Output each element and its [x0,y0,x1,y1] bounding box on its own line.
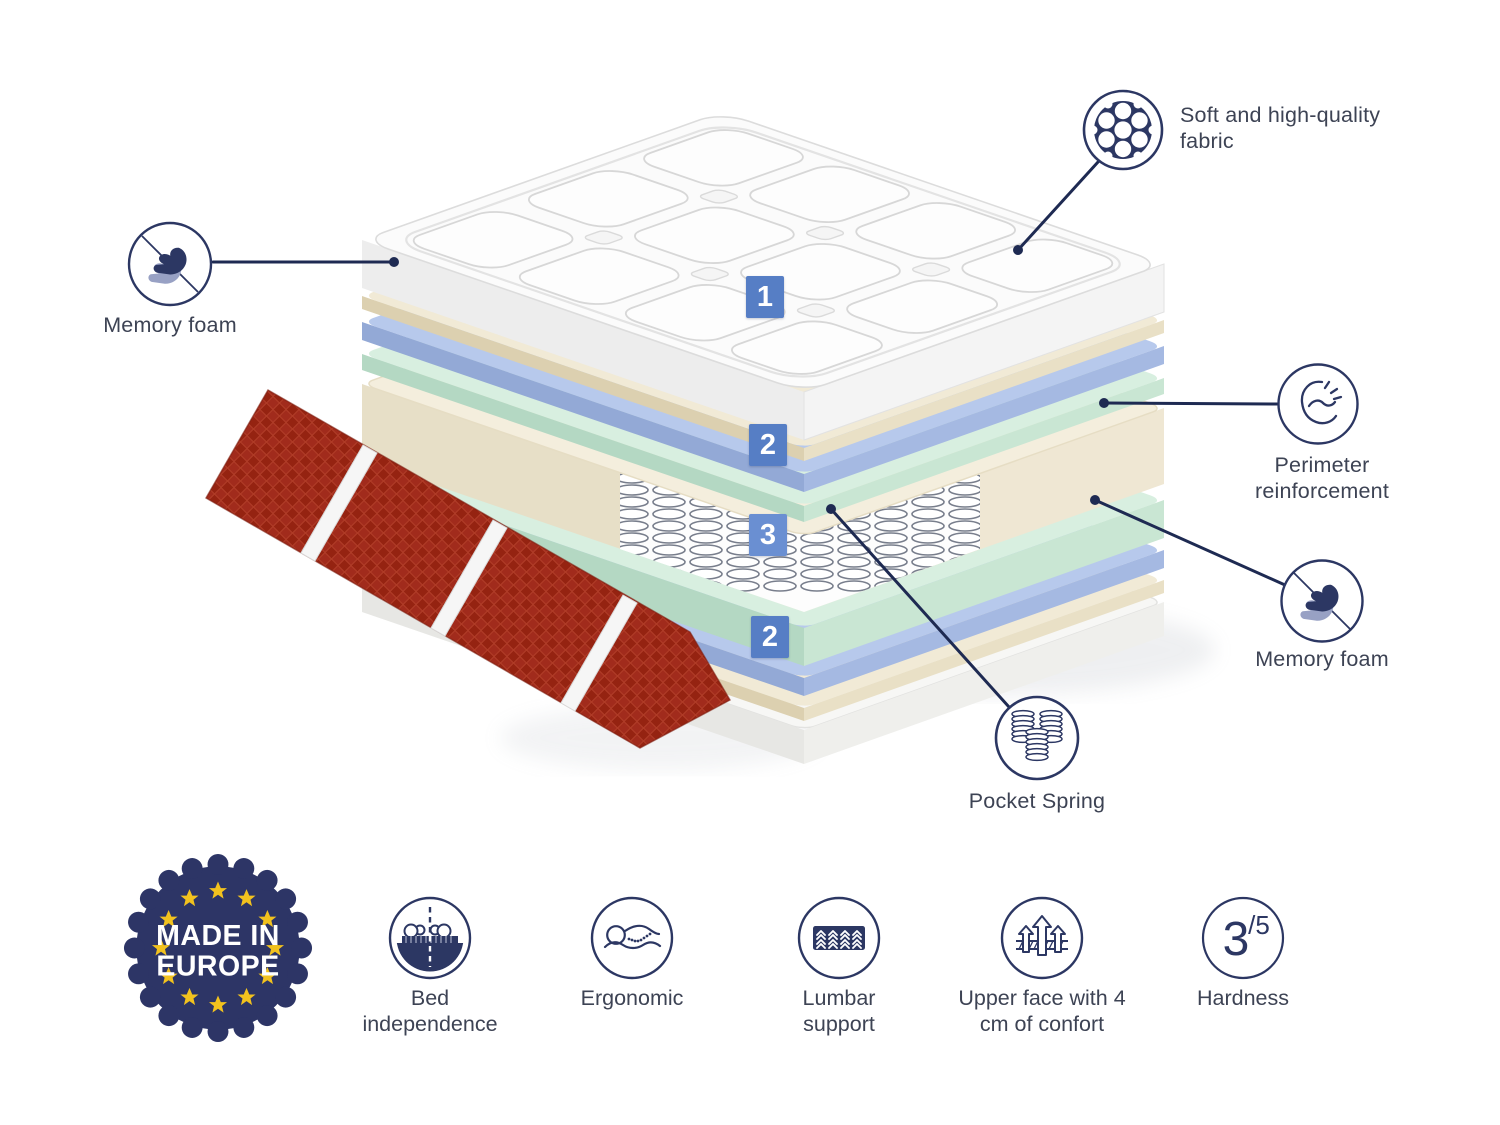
feature-label: Upper face with 4 cm of confort [958,986,1126,1036]
callout-pocket-spring [993,694,1081,782]
feature-label: Lumbar support [802,986,876,1036]
leader-line-perimeter [1099,398,1279,408]
feature-hardness: 3 /5 Hardness [1138,894,1348,1012]
callout-perimeter-label: Perimeter reinforcement [1254,453,1390,504]
feature-upper-face-comfort: Upper face with 4 cm of confort [937,894,1147,1038]
lumbar-support-icon [795,894,883,982]
hardness-icon: 3 /5 [1199,894,1287,982]
layer-badge-3: 3 [749,514,787,556]
callout-pocket-spring-label: Pocket Spring [968,789,1106,813]
made-in-europe-badge: MADE IN EUROPE [123,853,313,1043]
feature-label: Hardness [1196,986,1289,1010]
layer-badge-1: 1 [746,276,784,318]
badge-text-line2: EUROPE [156,951,279,983]
callout-memory-foam-left-label: Memory foam [103,313,237,337]
badge-scalloped-seal [123,853,313,1043]
callout-memory-foam-right-label: Memory foam [1255,647,1389,671]
feature-bed-independence: Bed independence [325,894,535,1038]
leader-line-memory-foam-right [1090,495,1287,587]
fabric-weave-icon [1081,88,1165,172]
feature-label: Bed independence [362,986,498,1036]
hand-press-icon [1279,558,1365,644]
feature-ergonomic: Ergonomic [527,894,737,1012]
callout-fabric-label: Soft and high-quality fabric [1180,103,1381,154]
hardness-value: 3 [1223,913,1250,966]
hardness-scale: /5 [1248,910,1270,940]
bicep-icon [1276,362,1360,446]
leader-line-fabric [1013,160,1100,255]
callout-perimeter [1276,362,1360,446]
leader-line-pocket-spring [826,504,1011,709]
bed-independence-icon [386,894,474,982]
layer-quilted-top [362,112,1164,440]
leader-line-memory-foam-left [211,257,399,267]
callout-fabric [1081,88,1165,172]
red-cover-strip [204,388,732,749]
badge-text-line1: MADE IN [156,920,280,952]
layer-badge-4: 2 [751,616,789,658]
pocket-springs-icon [993,694,1081,782]
hand-press-icon [126,220,214,308]
ergonomic-icon [588,894,676,982]
callout-memory-foam-right [1279,558,1365,644]
layer-badge-2: 2 [749,424,787,466]
comfort-arrows-icon [998,894,1086,982]
feature-label: Ergonomic [580,986,684,1010]
feature-lumbar-support: Lumbar support [734,894,944,1038]
callout-memory-foam-left [126,220,214,308]
cover-straps [300,444,638,712]
